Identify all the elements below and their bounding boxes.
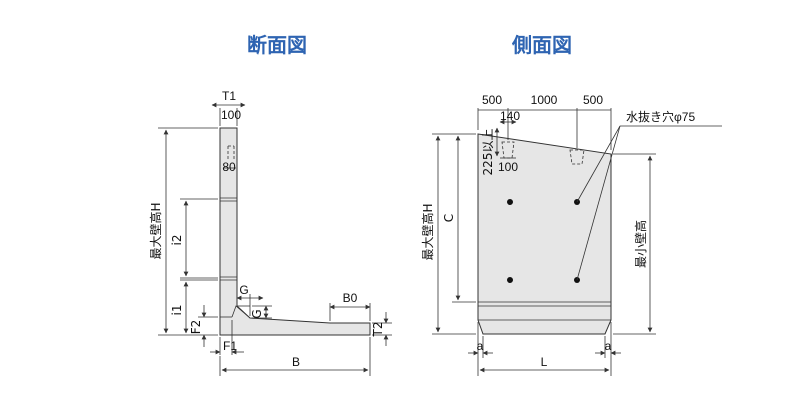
dim-i2: i2 bbox=[170, 235, 184, 246]
dim-a-left: a bbox=[477, 339, 484, 353]
dim-a-right: a bbox=[605, 339, 612, 353]
cross-section-drawing: T1 100 80 最大壁高H i2 i1 F2 F1 G bbox=[148, 89, 392, 376]
dim-min-wall-height: 最小壁高 bbox=[633, 220, 648, 268]
dim-B: B bbox=[292, 355, 300, 369]
dim-F1: F1 bbox=[223, 339, 237, 353]
cross-section-body bbox=[219, 127, 371, 336]
cross-section-title: 断面図 bbox=[247, 33, 307, 57]
dim-L: L bbox=[541, 355, 548, 369]
dim-1000: 1000 bbox=[531, 93, 558, 107]
label-drain-hole: 水抜き穴φ75 bbox=[626, 109, 695, 124]
dim-140: 140 bbox=[500, 109, 520, 123]
dim-100: 100 bbox=[498, 160, 518, 174]
dim-T2: T2 bbox=[371, 322, 385, 338]
dim-C: C bbox=[442, 214, 456, 222]
dim-G-top: G bbox=[239, 283, 248, 297]
dim-100-top: 100 bbox=[221, 108, 241, 122]
drain-hole-dot bbox=[507, 199, 513, 205]
dim-side-max-wall-height-H: 最大壁高H bbox=[420, 203, 435, 260]
side-view-title: 側面図 bbox=[511, 33, 572, 57]
dim-i1: i1 bbox=[170, 305, 184, 316]
dim-B0: B0 bbox=[343, 291, 358, 305]
dim-80: 80 bbox=[222, 160, 236, 174]
dim-F2: F2 bbox=[189, 320, 203, 335]
dim-500-left: 500 bbox=[482, 93, 502, 107]
dim-500-right: 500 bbox=[583, 93, 603, 107]
dim-T1: T1 bbox=[222, 89, 236, 103]
dim-max-wall-height-H: 最大壁高H bbox=[148, 202, 163, 259]
dim-225-min: 225以上 bbox=[481, 129, 495, 176]
dim-G-side: G bbox=[250, 309, 264, 318]
drain-hole-dot bbox=[507, 277, 513, 283]
side-view-drawing: 水抜き穴φ75 500 1000 500 140 225以上 100 最大壁高H… bbox=[420, 93, 722, 376]
